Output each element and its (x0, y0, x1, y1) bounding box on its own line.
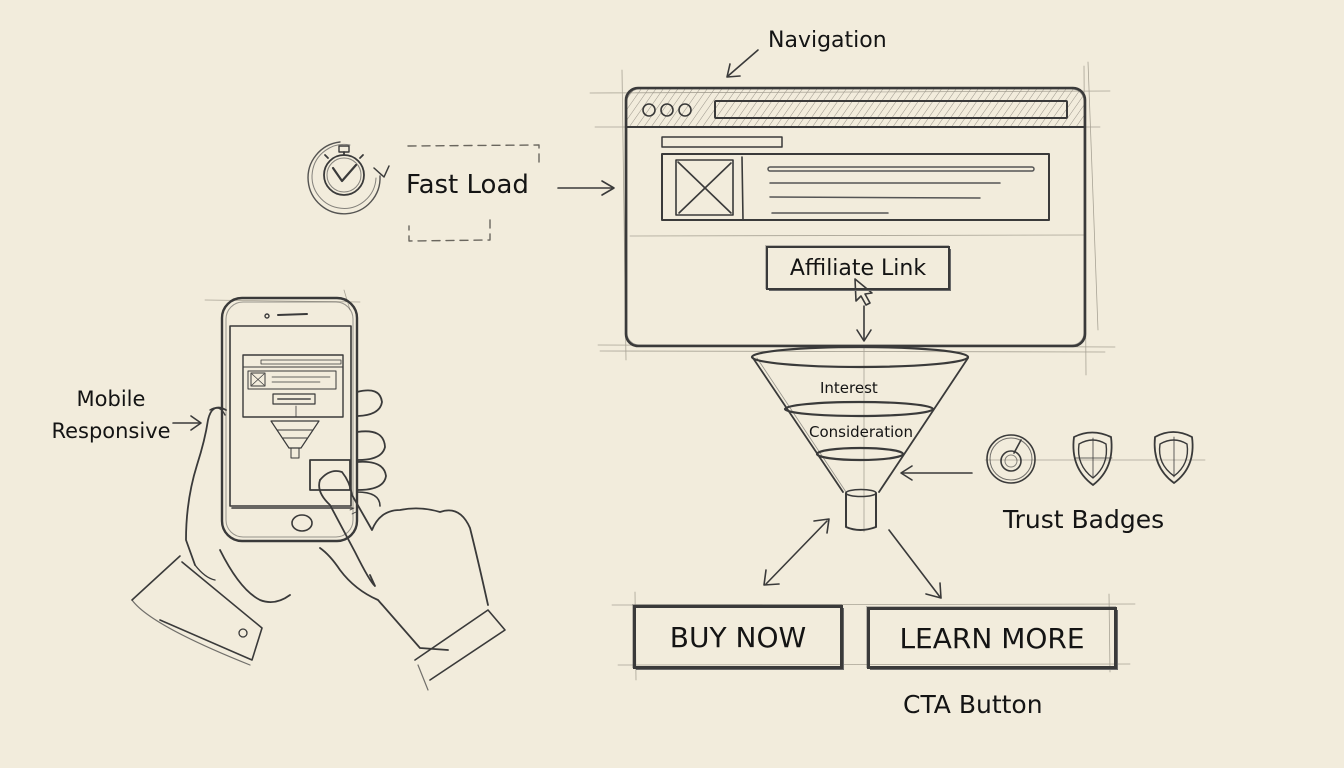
browser-window-mockup (624, 86, 1087, 348)
text-placeholder-lines (767, 166, 1035, 214)
address-bar (714, 100, 1068, 119)
learn-more-button[interactable]: LEARN MORE (867, 607, 1117, 669)
cta-arrows (763, 518, 942, 599)
smartphone-in-hands-icon (131, 296, 506, 691)
fast-load-label: Fast Load (406, 170, 529, 200)
dashed-frame (407, 144, 540, 242)
cta-button-label: CTA Button (903, 690, 1043, 719)
mobile-arrow-icon (172, 415, 202, 431)
funnel-stage-interest: Interest (820, 379, 878, 397)
fast-load-arrow-icon (557, 180, 615, 196)
mobile-label-line1: Mobile (76, 387, 146, 411)
shield-icon (1072, 431, 1113, 486)
cursor-pointer-icon (854, 278, 873, 306)
buy-now-button[interactable]: BUY NOW (633, 605, 843, 669)
seal-badge-icon (986, 434, 1036, 484)
trust-badges-label: Trust Badges (1003, 505, 1165, 534)
funnel-stage-consideration: Consideration (809, 423, 913, 441)
stopwatch-icon (307, 141, 390, 215)
conversion-funnel (750, 345, 970, 531)
navigation-label: Navigation (768, 28, 887, 53)
image-placeholder-icon (675, 159, 734, 216)
affiliate-link-button[interactable]: Affiliate Link (766, 246, 950, 290)
window-dots (642, 103, 692, 117)
trust-arrow-icon (900, 465, 973, 481)
navigation-arrow-icon (726, 49, 759, 78)
mobile-label-line2: Responsive (51, 419, 171, 443)
mobile-responsive-label: Mobile Responsive (36, 383, 186, 447)
shield-icon (1153, 431, 1194, 484)
